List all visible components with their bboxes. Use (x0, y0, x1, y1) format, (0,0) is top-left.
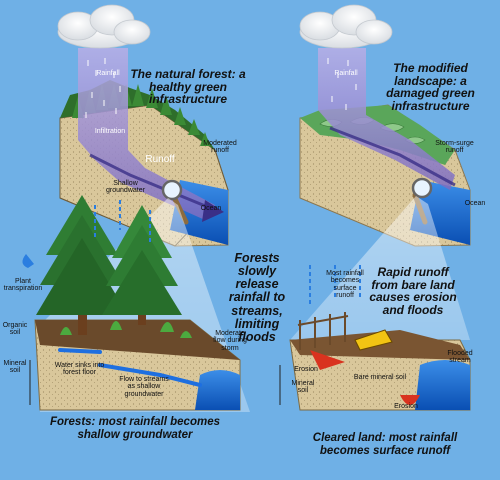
magnifier-icon (161, 179, 183, 201)
label-rainfall-right: Rainfall (334, 70, 358, 77)
cleared-callout: Rapid runoff from bare land causes erosi… (369, 265, 457, 317)
label-ocean-right: Ocean (464, 200, 486, 207)
forest-detail-block (22, 195, 241, 411)
cloud-icon (57, 4, 151, 49)
forest-callout: Forests slowly release rainfall to strea… (228, 251, 286, 344)
label-ocean-left: Ocean (200, 205, 222, 212)
label-rainfall: Rainfall (96, 70, 120, 77)
cleared-beam (290, 196, 470, 340)
right-panel-title: The modified landscape: a damaged green … (386, 61, 475, 113)
label-most-rainfall: Most rainfall becomes surface runoff (326, 270, 364, 300)
label-moderate-flow: Moderate flow during storm (213, 330, 247, 352)
label-shallow-groundwater: Shallow groundwater (106, 180, 145, 195)
label-erosion-bottom: Erosion (394, 403, 418, 410)
left-panel-title: The natural forest: a healthy green infr… (130, 67, 246, 107)
label-runoff: Runoff (145, 154, 175, 165)
label-erosion-left: Erosion (294, 366, 318, 373)
label-infiltration: Infiltration (94, 128, 126, 135)
label-plant-transpiration: Plant transpiration (3, 278, 43, 293)
label-flow-to-streams: Flow to streams as shallow groundwater (119, 376, 169, 398)
left-landscape (59, 48, 229, 247)
label-storm-surge-runoff: Storm-surge runoff (435, 140, 474, 155)
label-moderated-runoff: Moderated runoff (203, 140, 237, 155)
label-water-sinks: Water sinks into forest floor (54, 362, 105, 377)
forest-caption: Forests: most rainfall becomes shallow g… (50, 416, 220, 442)
label-mineral-soil-cleared: Mineral soil (291, 380, 315, 395)
label-flooded-stream: Flooded stream (447, 350, 473, 365)
label-bare-mineral-soil: Bare mineral soil (353, 374, 407, 381)
cloud-icon (299, 4, 393, 49)
cleared-caption: Cleared land: most rainfall becomes surf… (312, 432, 458, 458)
bulldozer-icon (354, 329, 393, 351)
label-mineral-soil: Mineral soil (3, 360, 27, 375)
cleared-detail-block (279, 265, 471, 411)
magnifier-icon (411, 177, 433, 199)
label-organic-soil: Organic soil (2, 322, 28, 337)
